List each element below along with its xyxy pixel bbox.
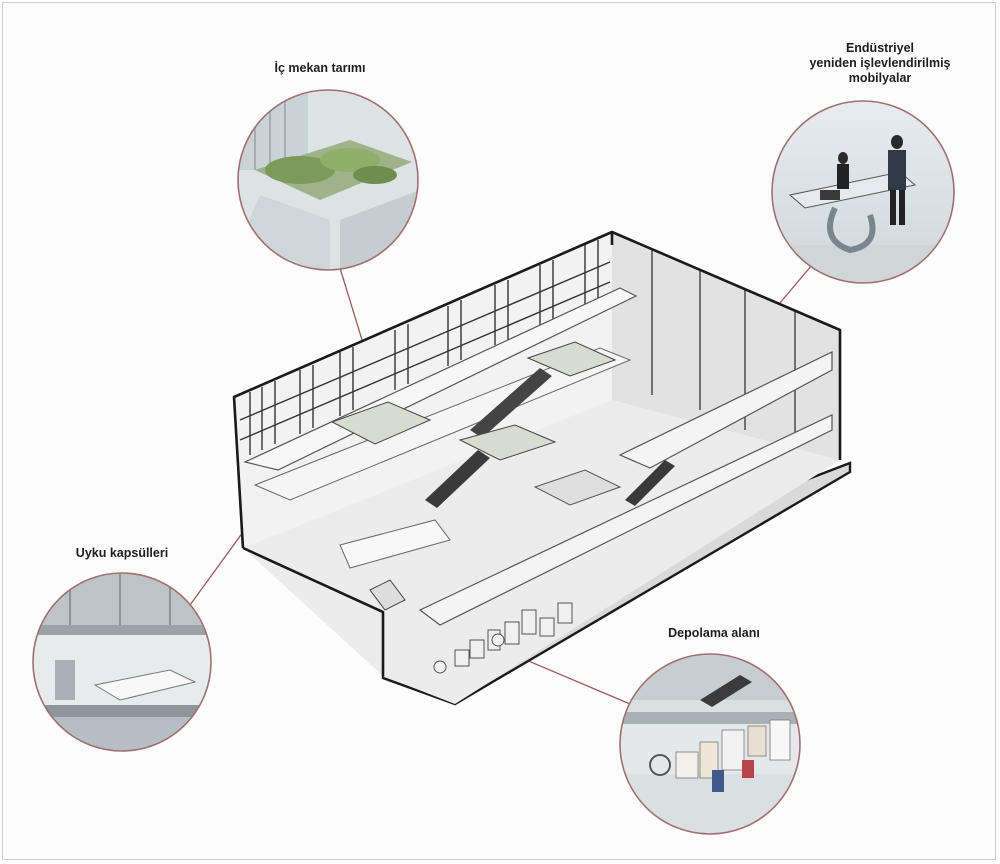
farming-planter-center [458,424,557,461]
label-sleep-capsules: Uyku kapsülleri [75,546,169,560]
platform-center [339,519,451,569]
building-outlines [232,230,842,676]
open-void [533,469,622,506]
label-indoor-farming: İç mekan tarımı [274,61,366,75]
farming-planter-right [526,341,617,377]
label-industrial-furniture-line-2: yeniden işlevlendirilmiş [809,56,951,70]
callout-sleep-capsules [32,572,212,752]
label-industrial-furniture: Endüstriyel yeniden işlevlendirilmiş mob… [780,41,980,86]
right-gallery-upper [618,351,833,469]
label-industrial-furniture-line-1: Endüstriyel [845,41,915,55]
entrance-stair [369,579,406,611]
farming-planter-left [330,401,432,445]
callout-indoor-farming [237,89,419,271]
escalator-upper [470,368,552,438]
callout-storage-area [619,653,801,835]
right-gallery-lower [418,414,833,626]
callout-circle-indoor-farming [237,89,419,271]
back-wall-right [612,232,840,460]
callout-circle-storage-area [619,653,801,835]
label-industrial-furniture-line-3: mobilyalar [848,71,912,85]
escalator-right [625,460,675,506]
callout-circle-sleep-capsules [32,572,212,752]
callout-circle-industrial-furniture [771,100,955,284]
label-storage-area: Depolama alanı [668,626,760,640]
building-model [232,230,852,706]
escalator-lower [425,450,490,508]
callout-industrial-furniture [771,100,955,284]
window-grid [239,240,611,455]
storage-crates [433,602,573,674]
escalators [425,368,675,508]
